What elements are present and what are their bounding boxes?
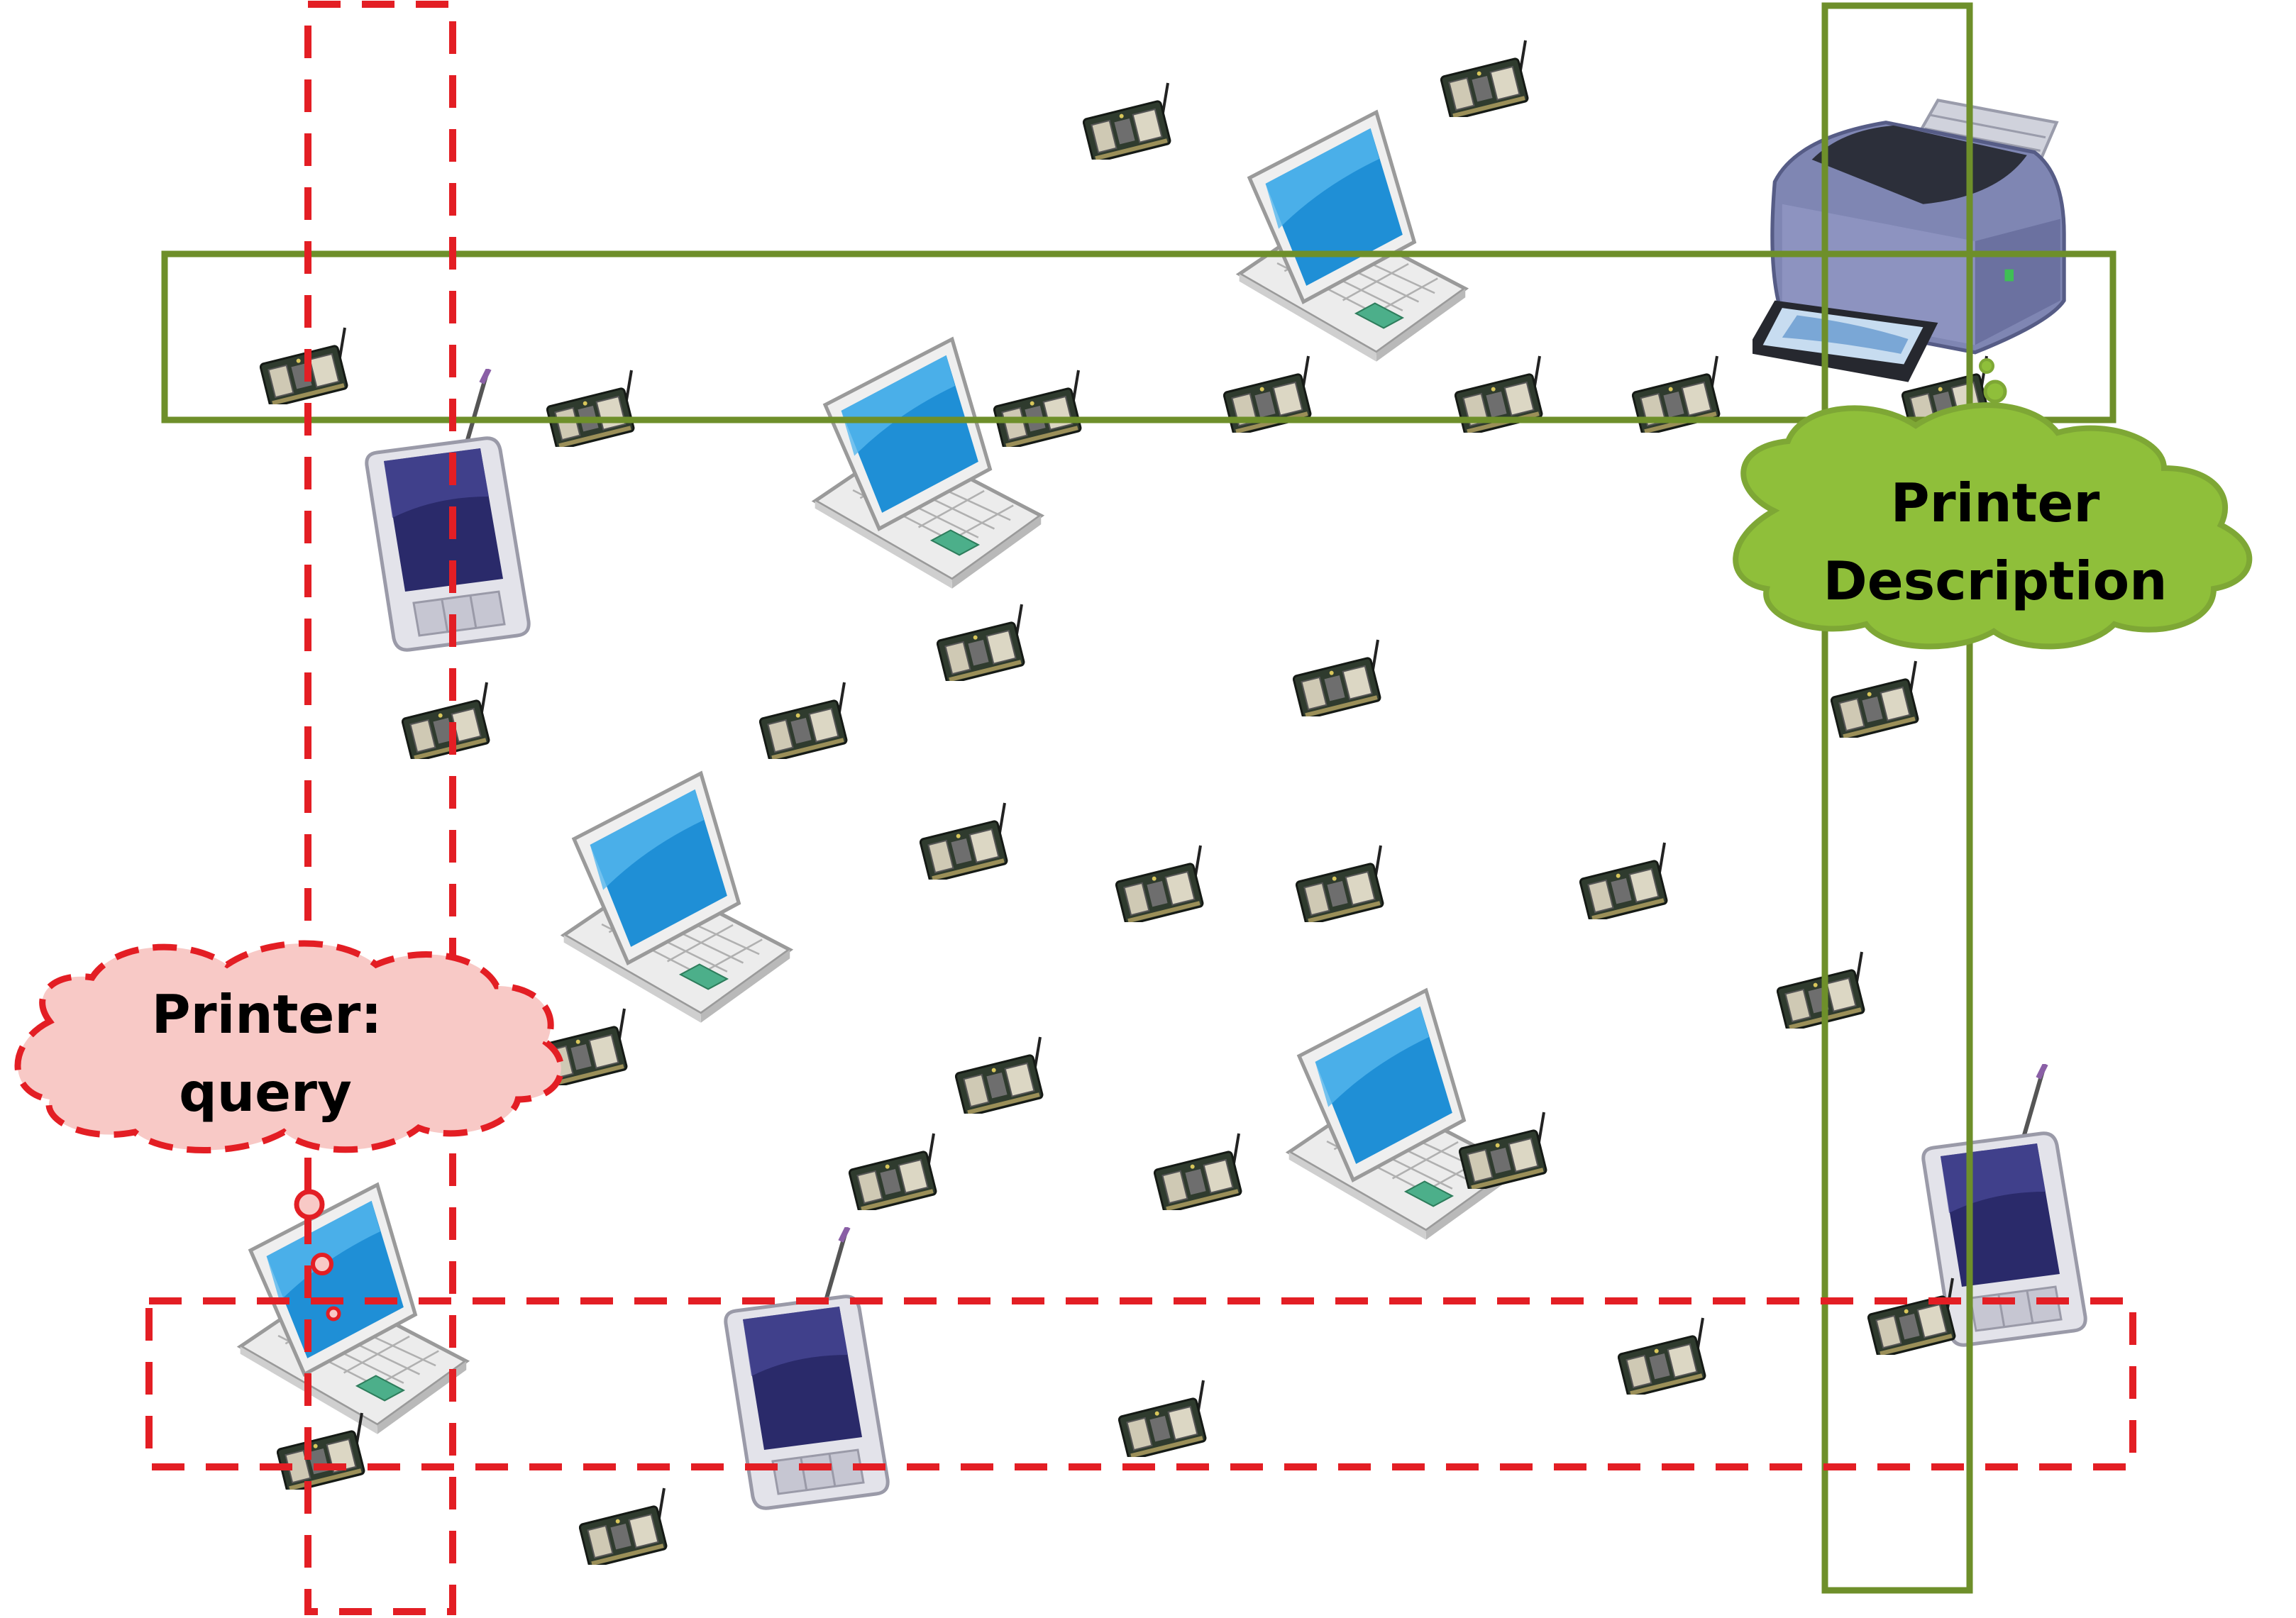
sensor-node-icon [1223,355,1313,433]
sensor-node-icon [579,1487,669,1565]
laptop-icon [241,1185,467,1434]
query-cloud-line2: query [179,1061,352,1124]
sensor-node-icon [1293,638,1383,716]
sensor-node-icon [955,1036,1045,1114]
sensor-node-icon [759,681,849,759]
sensor-node-icon [1115,844,1205,922]
sensor-node-icon [1296,844,1386,922]
publish-lanes [161,2,2116,1594]
publish-lane-vertical [1821,2,1973,1594]
laptop-icon [564,773,790,1023]
sensor-node-icon [1455,355,1545,433]
laptop-devices [241,112,1516,1434]
sensor-node-icon [993,369,1083,447]
sensor-node-icon [1083,82,1173,160]
sensor-node-icon [920,802,1010,880]
pda-icon [367,369,529,650]
sensor-node-icon [546,369,636,447]
sensor-nodes [260,39,1992,1565]
sensor-node-icon [260,326,350,404]
query-lanes [145,1,2136,1615]
sensor-node-icon [849,1132,939,1210]
sensor-node-icon [937,603,1027,681]
sensor-node-icon [402,681,492,759]
sensor-node-icon [1831,660,1921,738]
laptop-icon [815,339,1042,589]
publish-cloud-line1: Printer [1891,472,2100,534]
printer-device [1745,100,2065,382]
query-cloud-line1: Printer: [152,983,382,1046]
publish-cloud: Printer Description [1733,358,2253,650]
printer-icon [1745,100,2065,382]
sensor-node-icon [1154,1132,1244,1210]
sensor-node-icon [1632,355,1722,433]
laptop-icon [1289,990,1516,1240]
laptop-icon [1240,112,1466,362]
query-lane-vertical [304,1,456,1615]
sensor-node-icon [1618,1317,1708,1395]
sensor-node-icon [1440,39,1530,117]
sensor-node-icon [1459,1111,1549,1189]
publish-cloud-line2: Description [1823,550,2167,612]
sensor-node-icon [1777,951,1867,1029]
sensor-node-icon [277,1412,367,1490]
query-lane-horizontal [145,1297,2136,1470]
sensor-node-icon [1118,1379,1208,1457]
sensor-node-icon [1579,841,1669,919]
query-cloud: Printer: query [14,940,565,1321]
publish-lane-horizontal [161,250,2116,423]
